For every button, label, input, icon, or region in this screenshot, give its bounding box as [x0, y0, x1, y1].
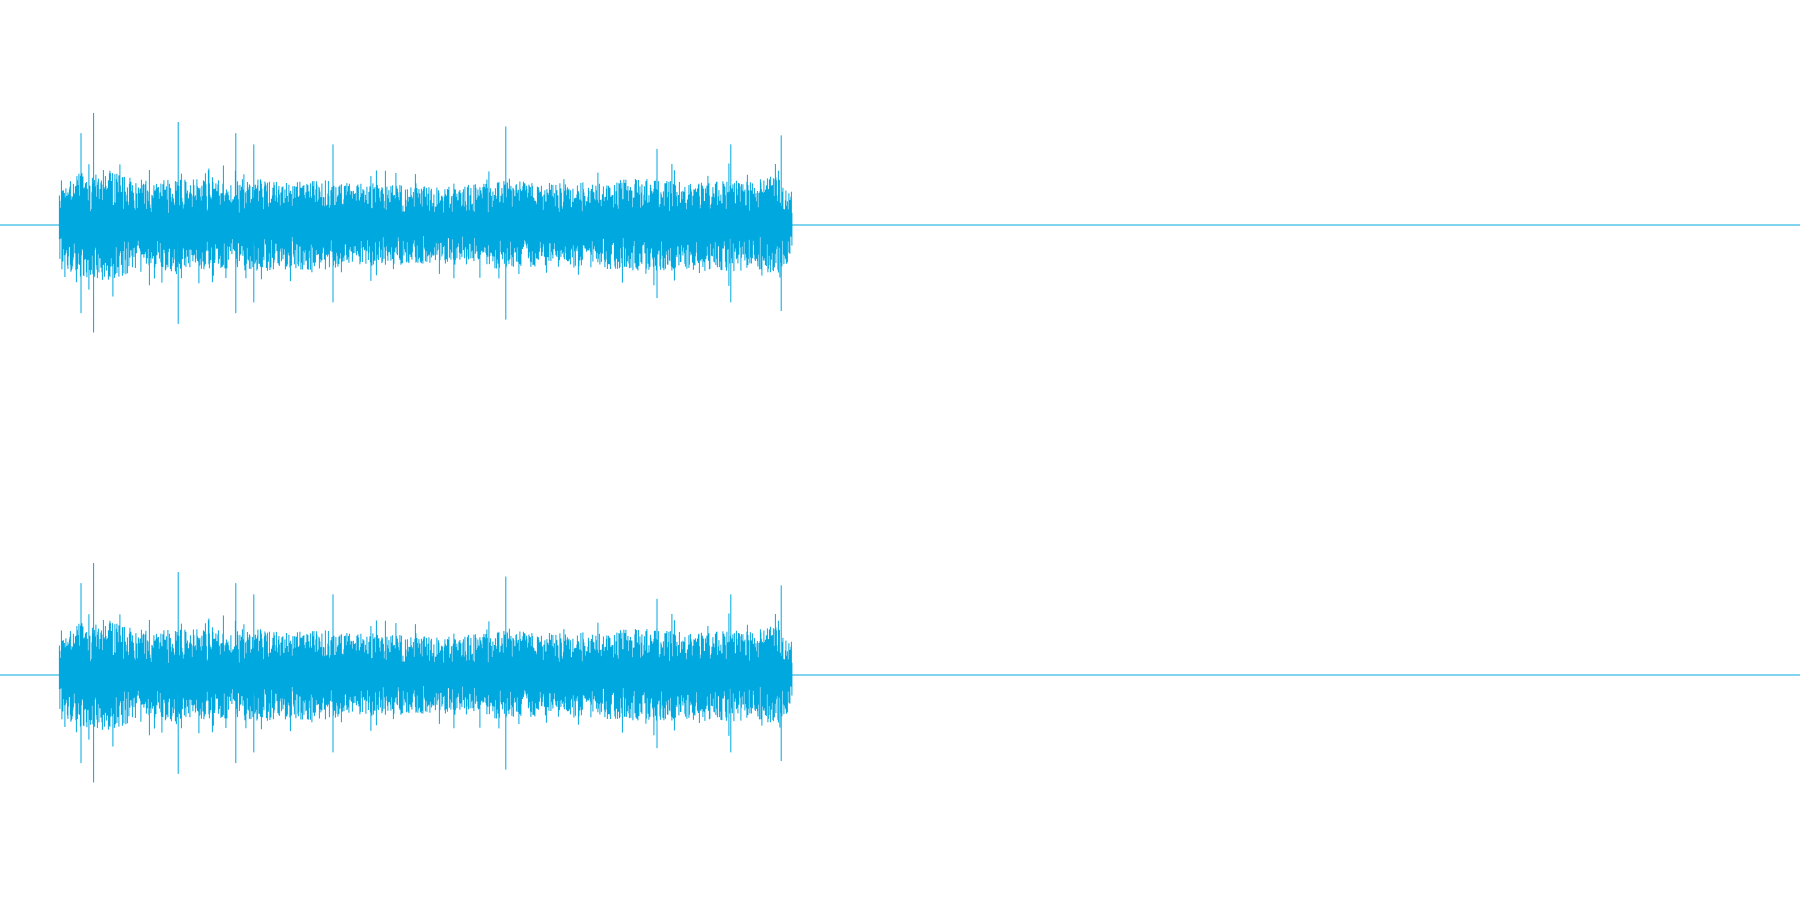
channel-2 — [0, 563, 1800, 783]
channel-1 — [0, 113, 1800, 333]
waveform-body — [58, 163, 793, 297]
waveform-body — [58, 613, 793, 747]
channels-layer — [0, 113, 1800, 783]
